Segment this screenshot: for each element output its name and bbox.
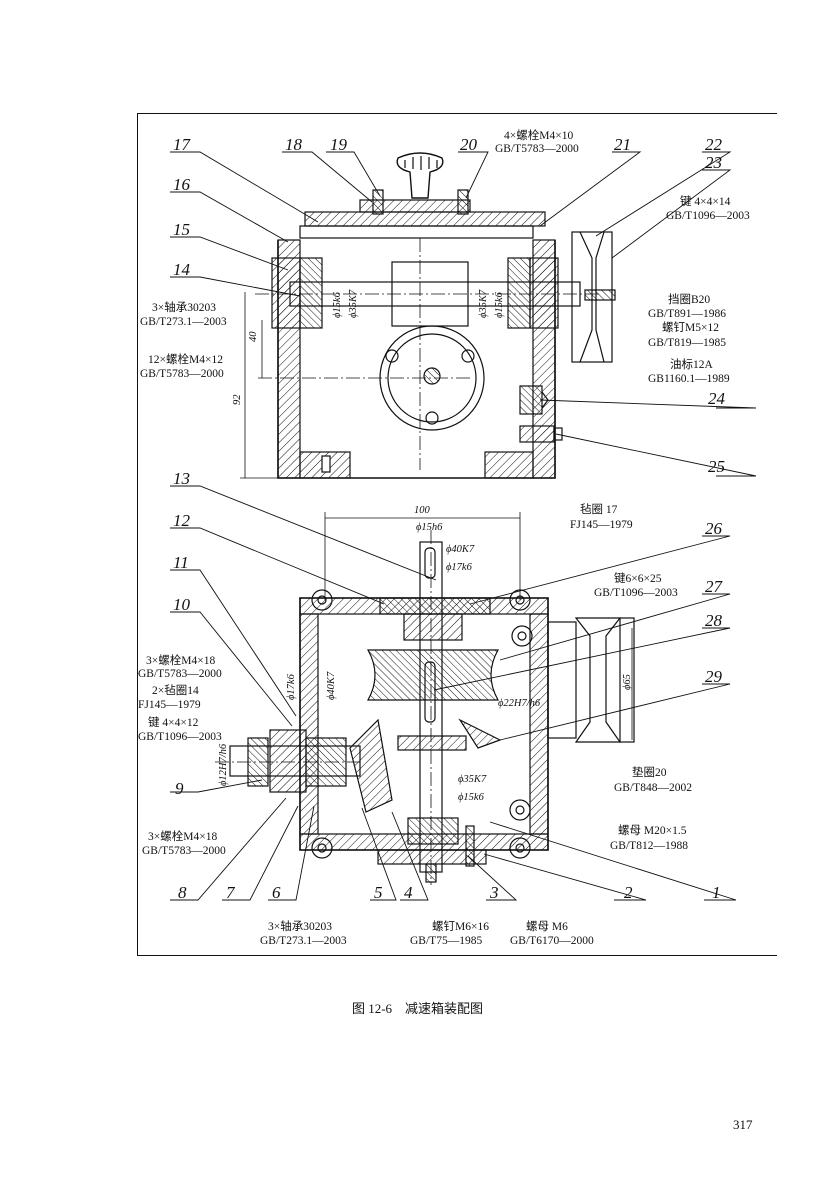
leader-lines [170,151,757,901]
dim-phi15h6: ϕ15h6 [416,522,443,533]
callout-key-mid: 键6×6×25 [614,571,662,585]
dim-phi65: ϕ65 [622,674,633,690]
page-number: 317 [733,1117,753,1132]
callout-washer: 垫圈20 [632,765,667,779]
part-8: 8 [178,883,187,902]
reducer-assembly-drawing: 17 16 15 14 18 19 20 21 22 23 24 25 13 1… [138,128,757,947]
dim-phi22: ϕ22H7/h6 [498,698,541,709]
callout-felt-l: 2×毡圈14 [152,684,199,697]
front-view [240,152,616,479]
dim-40: 40 [248,331,259,342]
callout-bearing-bot-std: GB/T273.1—2003 [260,935,347,947]
callout-key-l-std: GB/T1096—2003 [138,731,222,743]
part-9: 9 [175,779,184,798]
callout-nut-b: 螺母 M6 [526,920,568,933]
callout-felt-top: 毡圈 17 [580,503,618,516]
callout-bolt-l3: 3×螺栓M4×18 [148,829,217,843]
callout-key-l: 键 4×4×12 [148,715,199,729]
part-2: 2 [624,883,633,902]
callout-screw-std: GB/T819—1985 [648,337,726,349]
callout-bolt-l2: 3×螺栓M4×18 [146,653,215,667]
callout-felt-top-std: FJ145—1979 [570,519,633,531]
dim-phi35K7-top-l: ϕ35K7 [348,289,359,318]
figure-caption: 图 12-6 减速箱装配图 [351,1001,484,1016]
callout-nut-b-std: GB/T6170—2000 [510,935,594,947]
callout-oil: 油标12A [670,357,713,371]
callout-bolt-l2-std: GB/T5783—2000 [138,668,222,680]
callout-nut-std: GB/T812—1988 [610,840,688,852]
part-7: 7 [226,883,236,902]
callout-oil-std: GB1160.1—1989 [648,373,730,385]
part-25: 25 [708,457,725,476]
callout-washer-std: GB/T848—2002 [614,782,692,794]
part-28: 28 [705,611,723,630]
callouts: 4×螺栓M4×10 GB/T5783—2000 键 4×4×14 GB/T109… [138,128,750,947]
part-19: 19 [330,135,348,154]
part-24: 24 [708,389,726,408]
callout-retainer-std: GB/T891—1986 [648,308,726,320]
callout-key-top: 键 4×4×14 [680,194,731,208]
callout-bolt-left: 12×螺栓M4×12 [148,352,223,366]
part-16: 16 [173,175,191,194]
dimension-labels: 40 92 ϕ15k6 ϕ35K7 ϕ35K7 ϕ15k6 100 ϕ15h6 … [218,289,633,803]
callout-bolt-top-std: GB/T5783—2000 [495,143,579,155]
part-18: 18 [285,135,303,154]
part-17: 17 [173,135,192,154]
callout-screw: 螺钉M5×12 [662,321,719,334]
callout-retainer: 挡圈B20 [668,292,710,306]
callout-key-top-std: GB/T1096—2003 [666,210,750,222]
part-26: 26 [705,519,723,538]
callout-screw-b-std: GB/T75—1985 [410,935,482,947]
part-1: 1 [712,883,721,902]
dim-phi35K7-bot: ϕ35K7 [458,774,487,785]
part-11: 11 [173,553,189,572]
part-14: 14 [173,260,191,279]
part-numbers: 17 16 15 14 18 19 20 21 22 23 24 25 13 1… [173,135,726,902]
callout-key-mid-std: GB/T1096—2003 [594,587,678,599]
part-20: 20 [460,135,478,154]
top-view [215,512,635,885]
callout-bolt-left-std: GB/T5783—2000 [140,368,224,380]
part-27: 27 [705,577,724,596]
dim-phi35K7-top-r: ϕ35K7 [478,289,489,318]
callout-bearing-bot: 3×轴承30203 [268,919,332,933]
part-4: 4 [404,883,413,902]
part-21: 21 [614,135,631,154]
part-10: 10 [173,595,191,614]
callout-bolt-top: 4×螺栓M4×10 [504,128,573,142]
callout-felt-l-std: FJ145—1979 [138,699,201,711]
callout-screw-b: 螺钉M6×16 [432,920,489,933]
drawing-frame [137,113,777,956]
part-23: 23 [705,153,722,172]
dim-phi15k6-top-l: ϕ15k6 [332,291,343,318]
part-15: 15 [173,220,190,239]
callout-bearing-top: 3×轴承30203 [152,300,216,314]
dim-phi15k6-bot: ϕ15k6 [458,792,485,803]
part-6: 6 [272,883,281,902]
part-13: 13 [173,469,190,488]
dim-phi17k6-l: ϕ17k6 [286,673,297,700]
part-12: 12 [173,511,191,530]
dim-100: 100 [414,505,431,516]
part-3: 3 [489,883,499,902]
dim-phi12: ϕ12H7/h6 [218,743,229,786]
part-5: 5 [374,883,383,902]
callout-bolt-l3-std: GB/T5783—2000 [142,845,226,857]
dim-phi17k6: ϕ17k6 [446,562,473,573]
part-22: 22 [705,135,723,154]
dim-phi40K7: ϕ40K7 [446,544,475,555]
callout-nut: 螺母 M20×1.5 [618,824,687,837]
callout-bearing-top-std: GB/T273.1—2003 [140,316,227,328]
dim-phi15k6-top-r: ϕ15k6 [494,291,505,318]
dim-phi40K7-l: ϕ40K7 [326,671,337,700]
part-29: 29 [705,667,723,686]
dim-92: 92 [232,394,243,405]
